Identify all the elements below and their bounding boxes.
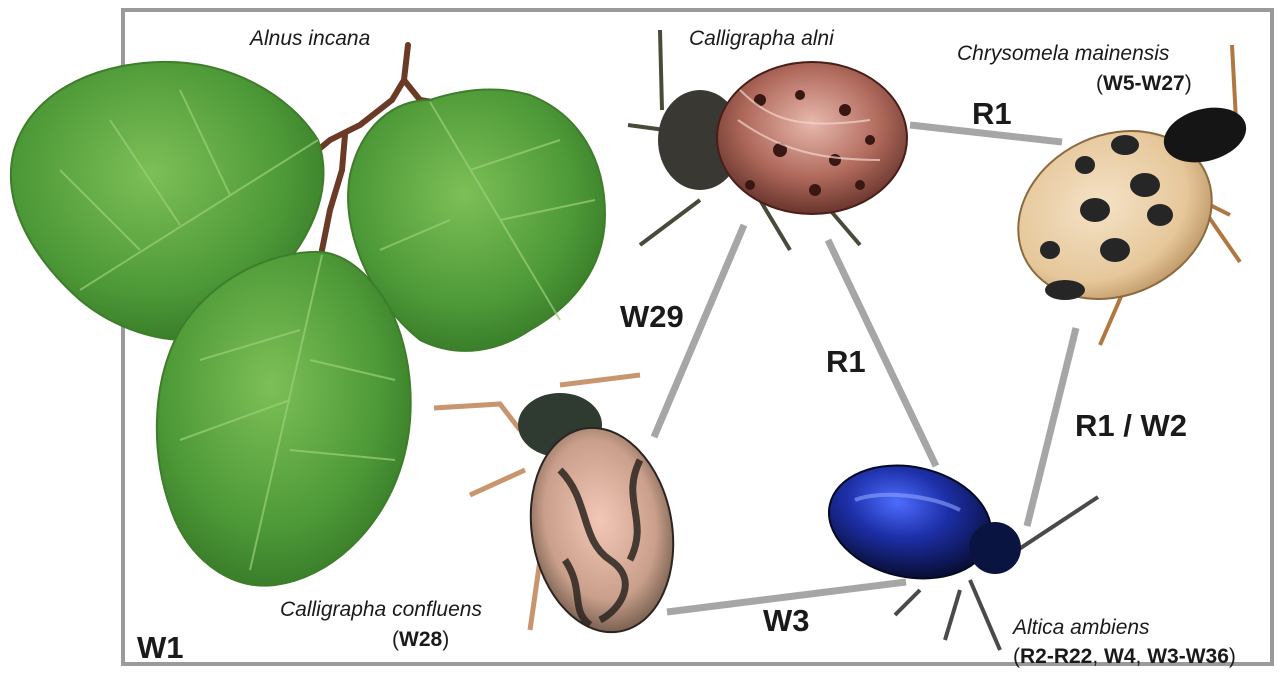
species-label-altica-ambiens: Altica ambiens	[1013, 616, 1150, 640]
species-label-chrysomela-mainensis: Chrysomela mainensis	[957, 42, 1169, 66]
plant-name-label: Alnus incana	[250, 27, 370, 51]
edge-label-confluens-ambiens: W3	[763, 603, 810, 639]
edge-label-alni-mainensis: R1	[972, 96, 1012, 132]
calligrapha-alni-picture	[628, 30, 907, 250]
sites-code: W3-W36	[1147, 645, 1229, 668]
alnus-leaves-picture	[11, 45, 605, 586]
sites-code: W4	[1104, 645, 1136, 668]
sites-label-altica-ambiens: (R2-R22, W4, W3-W36)	[1013, 645, 1236, 669]
edge-mainensis-ambiens	[1027, 328, 1076, 526]
sites-label-calligrapha-confluens: (W28)	[392, 628, 449, 652]
species-label-calligrapha-confluens: Calligrapha confluens	[280, 598, 482, 622]
sites-code: R2-R22	[1020, 645, 1092, 668]
frame-label: W1	[137, 630, 184, 666]
edge-label-alni-confluens: W29	[620, 299, 684, 335]
edge-label-mainensis-ambiens: R1 / W2	[1075, 408, 1187, 444]
species-label-calligrapha-alni: Calligrapha alni	[689, 27, 834, 51]
sites-code: W5-W27	[1103, 72, 1185, 95]
sites-label-chrysomela-mainensis: (W5-W27)	[1096, 72, 1192, 96]
edge-label-alni-ambiens: R1	[826, 344, 866, 380]
sites-code: W28	[399, 628, 442, 651]
